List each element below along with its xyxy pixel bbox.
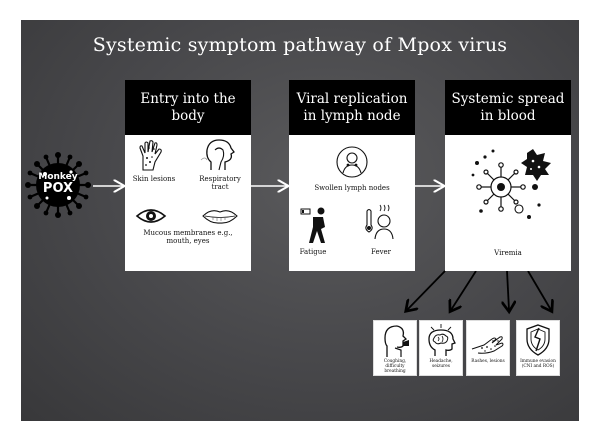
arrow-to-rashes bbox=[507, 270, 509, 310]
skin-lesion-hand-icon bbox=[135, 140, 169, 172]
stage-heading: Entry into the body bbox=[125, 80, 251, 135]
swollen-lymph-node-icon bbox=[335, 145, 369, 179]
stage-card: Swollen lymph nodes Fatigue Fever bbox=[289, 135, 415, 271]
stage-heading: Systemic spread in blood bbox=[445, 80, 571, 135]
entry-item-mucous-membranes: Mucous membranes e.g., mouth, eyes bbox=[143, 229, 233, 245]
replication-item-lymph-nodes: Swollen lymph nodes bbox=[314, 184, 390, 192]
fever-thermometer-icon bbox=[359, 203, 397, 241]
outcome-label: Immune evasion (CNI and ROS) bbox=[520, 359, 556, 369]
stage-card: Viremia bbox=[445, 135, 571, 271]
blood-virus-cells-icon bbox=[465, 147, 555, 222]
rash-hand-icon bbox=[470, 329, 506, 355]
stage-heading: Viral replication in lymph node bbox=[289, 80, 415, 135]
flow-arrows bbox=[93, 20, 579, 421]
brain-head-icon bbox=[425, 323, 457, 358]
eye-icon bbox=[135, 207, 167, 225]
monkeypox-virus-icon: Monkey POX bbox=[25, 152, 91, 218]
coughing-person-icon bbox=[379, 324, 411, 358]
stage-card: Skin lesions Respiratory tract bbox=[125, 135, 251, 271]
broken-shield-icon bbox=[525, 324, 551, 356]
diagram-title: Systemic symptom pathway of Mpox virus bbox=[92, 34, 508, 56]
diagram-canvas: Systemic symptom pathway of Mpox virus bbox=[21, 20, 579, 421]
virus-logo-text-line1: Monkey bbox=[38, 172, 78, 182]
outcome-card-rashes: Rashes, lesions bbox=[466, 320, 510, 376]
entry-item-skin-lesions: Skin lesions bbox=[132, 175, 176, 183]
outcome-label: Rashes, lesions bbox=[471, 359, 505, 364]
outcome-label: Coughing, difficulty breathing bbox=[383, 359, 407, 374]
outcome-label: Headache, seizures bbox=[429, 359, 453, 369]
entry-item-respiratory: Respiratory tract bbox=[199, 175, 241, 191]
outcome-card-headache: Headache, seizures bbox=[419, 320, 463, 376]
fatigue-person-icon bbox=[299, 205, 333, 245]
arrow-to-coughing bbox=[407, 270, 446, 310]
replication-item-fever: Fever bbox=[370, 248, 392, 256]
replication-item-fatigue: Fatigue bbox=[299, 248, 327, 256]
spread-item-viremia: Viremia bbox=[494, 249, 522, 257]
respiratory-tract-icon bbox=[197, 138, 239, 172]
outcome-card-immune: Immune evasion (CNI and ROS) bbox=[516, 320, 560, 376]
virus-logo-text-line2: POX bbox=[42, 181, 74, 196]
outcome-card-coughing: Coughing, difficulty breathing bbox=[373, 320, 417, 376]
arrow-to-immune bbox=[527, 270, 551, 310]
mouth-lips-icon bbox=[201, 207, 239, 225]
arrow-to-headache bbox=[451, 270, 477, 310]
